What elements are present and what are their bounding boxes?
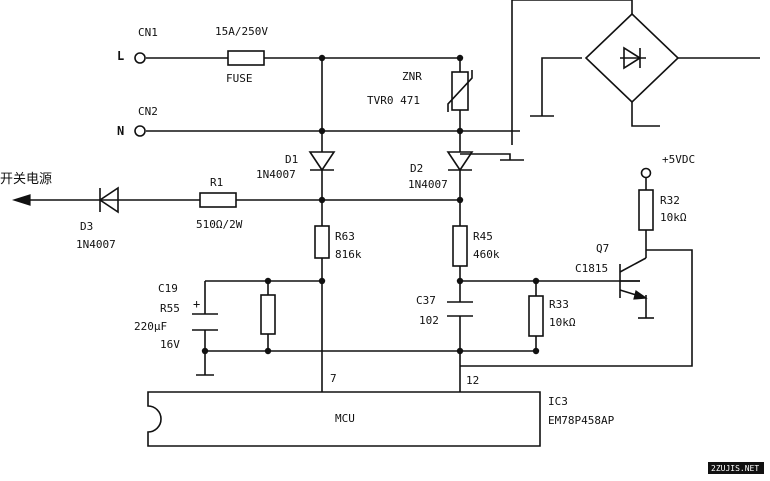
ground-symbols <box>196 115 654 376</box>
r55-name: R55 <box>160 302 180 315</box>
d3-part: 1N4007 <box>76 238 116 251</box>
connector-cn1: CN1 L <box>117 26 158 64</box>
r33-name: R33 <box>549 298 569 311</box>
d1-part: 1N4007 <box>256 168 296 181</box>
r32-name: R32 <box>660 194 680 207</box>
r63-name: R63 <box>335 230 355 243</box>
r1-value: 510Ω/2W <box>196 218 243 231</box>
supply-label: +5VDC <box>662 153 695 166</box>
c37-value: 102 <box>419 314 439 327</box>
mcu-pin7: 7 <box>330 372 337 385</box>
resistor-r1: R1 510Ω/2W <box>196 176 243 231</box>
ic-part: EM78P458AP <box>548 414 615 427</box>
znr-part: TVR0 471 <box>367 94 420 107</box>
ic-name: IC3 <box>548 395 568 408</box>
q7-part: C1815 <box>575 262 608 275</box>
r45-name: R45 <box>473 230 493 243</box>
resistor-r33: R33 10kΩ <box>528 295 576 337</box>
c19-name: C19 <box>158 282 178 295</box>
diode-d3: D3 1N4007 <box>76 186 119 251</box>
resistor-r45: R45 460k <box>452 225 500 267</box>
capacitor-c19: + C19 220μF 16V <box>134 282 218 351</box>
varistor-znr: ZNR TVR0 471 <box>367 70 473 112</box>
r45-value: 460k <box>473 248 500 261</box>
n-label: N <box>117 124 124 138</box>
diode-d2: D2 1N4007 <box>408 151 474 191</box>
mcu-block-label: MCU <box>335 412 355 425</box>
cn1-label: CN1 <box>138 26 158 39</box>
switch-supply-output: 开关电源 <box>0 172 52 206</box>
diode-d1: D1 1N4007 <box>256 151 336 181</box>
c37-name: C37 <box>416 294 436 307</box>
resistor-r32: R32 10kΩ <box>638 189 687 231</box>
switch-supply-label: 开关电源 <box>0 172 52 187</box>
znr-name: ZNR <box>402 70 422 83</box>
d1-name: D1 <box>285 153 298 166</box>
q7-name: Q7 <box>596 242 609 255</box>
resistor-r63: R63 816k <box>314 225 362 261</box>
bridge-rectifier <box>584 12 680 104</box>
c19-polarity: + <box>193 297 200 311</box>
transistor-q7: Q7 C1815 <box>575 242 648 300</box>
mcu-pin12: 12 <box>466 374 479 387</box>
fuse-name: FUSE <box>226 72 253 85</box>
mcu-ic3: MCU 7 12 IC3 EM78P458AP <box>147 372 615 447</box>
resistor-r55: R55 <box>160 294 276 335</box>
d3-name: D3 <box>80 220 93 233</box>
connector-cn2: CN2 N <box>117 105 158 138</box>
r32-value: 10kΩ <box>660 211 687 224</box>
c19-voltage: 16V <box>160 338 180 351</box>
cn2-label: CN2 <box>138 105 158 118</box>
fuse: 15A/250V FUSE <box>215 25 268 85</box>
r1-name: R1 <box>210 176 223 189</box>
c19-value: 220μF <box>134 320 167 333</box>
d2-name: D2 <box>410 162 423 175</box>
r33-value: 10kΩ <box>549 316 576 329</box>
supply-5vdc: +5VDC <box>640 153 695 179</box>
fuse-rating: 15A/250V <box>215 25 268 38</box>
watermark-text: 2ZUJIS.NET <box>711 464 759 473</box>
l-label: L <box>117 49 124 63</box>
capacitor-c37: C37 102 <box>416 294 473 327</box>
d2-part: 1N4007 <box>408 178 448 191</box>
junction-dots <box>201 54 540 355</box>
watermark: 2ZUJIS.NET <box>708 462 764 474</box>
r63-value: 816k <box>335 248 362 261</box>
